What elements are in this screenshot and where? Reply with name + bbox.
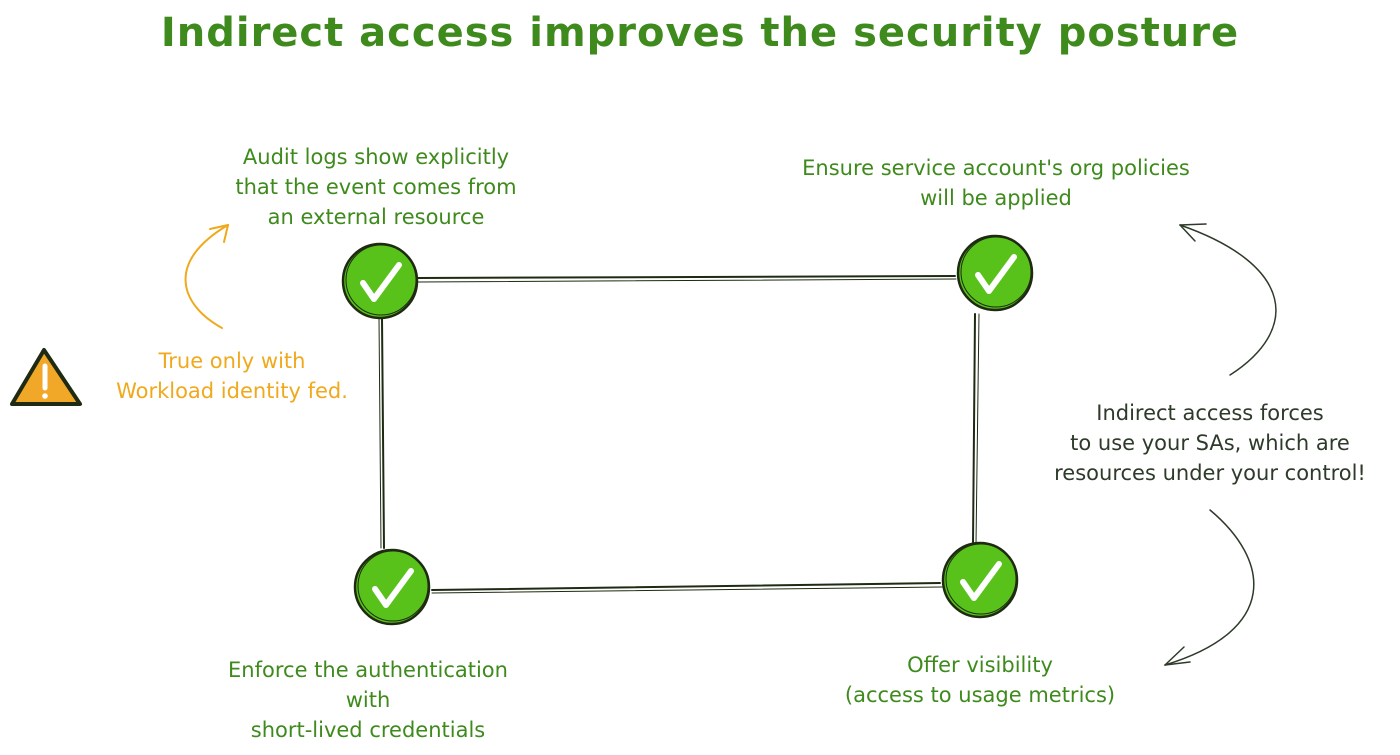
curved-arrow-icon bbox=[184, 224, 229, 329]
note-visibility: Offer visibility (access to usage metric… bbox=[810, 650, 1150, 710]
note-line: to use your SAs, which are bbox=[1070, 431, 1350, 455]
note-line: Ensure service account's org policies bbox=[802, 156, 1190, 180]
note-line: will be applied bbox=[920, 186, 1072, 210]
note-line: Workload identity fed. bbox=[116, 379, 348, 403]
page-title: Indirect access improves the security po… bbox=[160, 10, 1240, 56]
note-line: resources under your control! bbox=[1054, 461, 1366, 485]
check-circle-icon bbox=[956, 234, 1034, 312]
note-line: Enforce the authentication bbox=[228, 658, 508, 682]
note-line: that the event comes from bbox=[235, 175, 517, 199]
note-line: short-lived credentials bbox=[250, 718, 486, 742]
note-warning: True only with Workload identity fed. bbox=[96, 346, 368, 406]
note-authentication: Enforce the authentication with short-li… bbox=[196, 655, 540, 745]
note-line: Audit logs show explicitly bbox=[242, 145, 510, 169]
curved-arrow-icon bbox=[1164, 509, 1255, 666]
check-circle-icon bbox=[341, 242, 419, 320]
connector-bottom-sketch bbox=[431, 586, 943, 594]
note-line: with bbox=[345, 688, 391, 712]
connector-right-sketch bbox=[975, 313, 980, 545]
warning-triangle-icon bbox=[10, 348, 82, 406]
note-line: Offer visibility bbox=[907, 653, 1053, 677]
curved-arrow-icon bbox=[1179, 223, 1277, 376]
note-org-policies: Ensure service account's org policies wi… bbox=[770, 153, 1222, 213]
connector-top-sketch bbox=[417, 278, 957, 283]
connector-rectangle bbox=[378, 275, 980, 594]
note-line: True only with bbox=[158, 349, 306, 373]
connector-top bbox=[417, 275, 956, 279]
check-circle-icon bbox=[353, 548, 431, 626]
note-line: Indirect access forces bbox=[1096, 401, 1324, 425]
connector-bottom bbox=[431, 582, 941, 591]
note-audit-logs: Audit logs show explicitly that the even… bbox=[206, 142, 546, 232]
connector-left-sketch bbox=[378, 317, 382, 549]
note-line: (access to usage metrics) bbox=[844, 683, 1116, 707]
note-line: an external resource bbox=[267, 205, 485, 229]
check-circle-icon bbox=[941, 541, 1019, 619]
note-indirect-access: Indirect access forces to use your SAs, … bbox=[1030, 398, 1390, 488]
connector-left bbox=[381, 317, 385, 549]
connector-right bbox=[972, 313, 976, 545]
